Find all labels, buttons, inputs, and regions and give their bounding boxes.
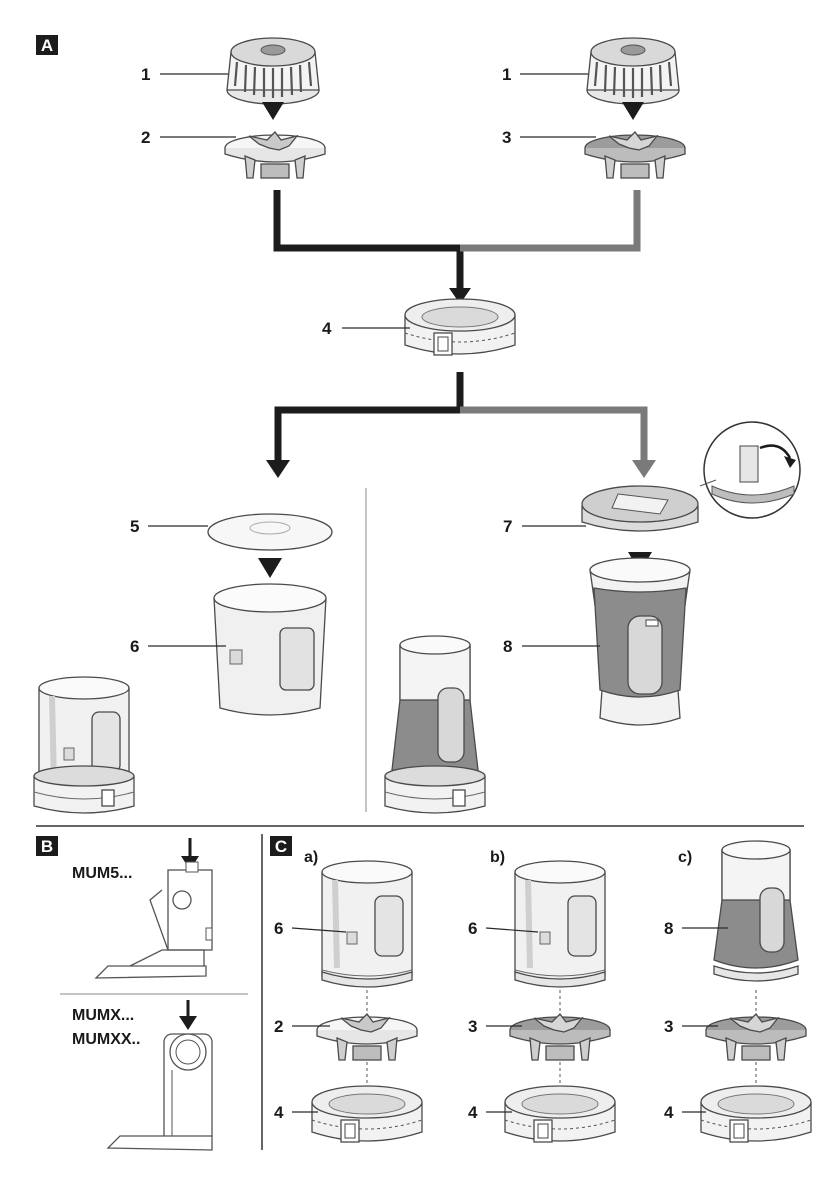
assembled-bottle [385,636,485,813]
assembly-c-top-number: 8 [664,919,673,938]
step-label-b: b) [490,849,505,866]
bottle-container [590,558,690,725]
part-number-5: 5 [130,517,139,536]
assembly-a-top-number: 6 [274,919,283,938]
panel-b-badge-label: B [41,837,53,856]
assembly-c-bottom-number: 4 [664,1103,674,1122]
model-label-mumxx: MUMXX.. [72,1031,140,1048]
assembled-grinder-small [34,677,134,813]
lid-detail-inset [704,422,800,518]
container-small [214,584,326,715]
assembly-a-bottom-number: 4 [274,1103,284,1122]
down-arrow-icon [262,102,284,120]
part-number-1-left: 1 [141,65,150,84]
step-label-a: a) [304,849,318,866]
assembly-b-top-number: 6 [468,919,477,938]
blade-unit-light [225,132,325,178]
model-label-mumx: MUMX... [72,1007,134,1024]
part-number-8: 8 [503,637,512,656]
assembly-column-c [701,841,811,1142]
panel-c-badge-label: C [275,837,287,856]
blade-unit-dark [585,132,685,178]
assembly-column-b [505,861,615,1142]
cover-lid-right [587,38,679,104]
lid-small [208,514,332,550]
part-number-2: 2 [141,128,150,147]
mixer-mum5-illustration [96,838,212,978]
part-number-7: 7 [503,517,512,536]
assembly-a-middle-number: 2 [274,1017,283,1036]
assembly-b-bottom-number: 4 [468,1103,478,1122]
panel-a-badge-label: A [41,36,53,55]
part-number-6: 6 [130,637,139,656]
part-number-1-right: 1 [502,65,511,84]
part-number-4: 4 [322,319,332,338]
assembly-column-a [312,861,422,1142]
assembly-b-middle-number: 3 [468,1017,477,1036]
lid-bottle [582,486,698,531]
model-label-mum5: MUM5... [72,865,132,882]
assembly-c-middle-number: 3 [664,1017,673,1036]
cover-lid-left [227,38,319,104]
down-arrow-icon [622,102,644,120]
step-label-c: c) [678,849,692,866]
part-number-3: 3 [502,128,511,147]
down-arrow-icon [258,558,282,578]
base-ring [405,299,515,355]
